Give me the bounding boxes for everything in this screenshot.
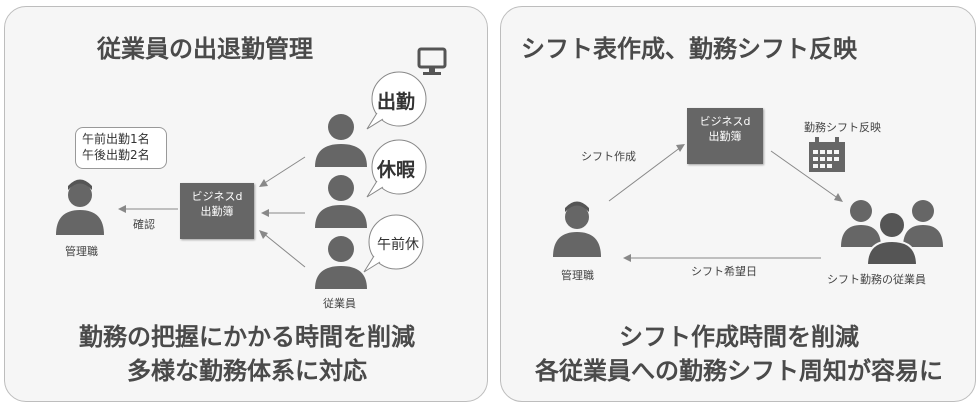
- speech-bubble-icon: [366, 71, 427, 130]
- manager-label: 管理職: [65, 245, 98, 258]
- arrow-confirm: [118, 205, 178, 213]
- summary-line-1: 勤務の把握にかかる時間を削減: [79, 323, 415, 351]
- left-diagram-shapes: [56, 47, 447, 289]
- monitor-icon: [417, 47, 447, 75]
- shift-employees-label: シフト勤務の従業員: [827, 273, 926, 286]
- box-line-2: 出勤簿: [200, 205, 234, 218]
- shift-reflect-label: 勤務シフト反映: [804, 121, 881, 134]
- attendance-book-box: ビジネスd 出勤簿: [687, 108, 763, 164]
- speech-bubble-icon: [363, 214, 424, 273]
- arrow-shift-wish: [623, 254, 821, 262]
- panel-shift-management: シフト表作成、勤務シフト反映: [500, 6, 976, 402]
- calendar-icon: [809, 137, 845, 172]
- box-line-1: ビジネスd: [191, 190, 243, 203]
- panel-title: シフト表作成、勤務シフト反映: [521, 35, 857, 63]
- arrow-employee-3: [259, 230, 306, 268]
- manager-label: 管理職: [561, 269, 594, 282]
- person-icon: [315, 175, 367, 228]
- attendance-book-box: ビジネスd 出勤簿: [180, 183, 254, 239]
- panel-title: 従業員の出退勤管理: [97, 35, 313, 63]
- bubble-morning-off-text: 午前休: [377, 237, 419, 253]
- arrow-shift-create: [608, 144, 685, 202]
- bubble-leave-text: 休暇: [377, 159, 416, 181]
- shift-create-label: シフト作成: [581, 150, 636, 163]
- box-line-2: 出勤簿: [708, 130, 742, 143]
- summary-line-2: 多様な勤務体系に対応: [127, 357, 367, 385]
- summary-line-2: 各従業員への勤務シフト周知が容易に: [535, 357, 943, 385]
- confirm-label: 確認: [133, 218, 155, 231]
- bubble-attendance-text: 出勤: [377, 91, 416, 113]
- arrow-employee-1: [259, 156, 306, 187]
- group-icon: [841, 200, 943, 266]
- arrow-shift-reflect: [770, 150, 843, 202]
- box-line-1: ビジネスd: [699, 115, 751, 128]
- person-icon: [553, 201, 601, 257]
- note-line-2: 午後出勤2名: [82, 148, 150, 162]
- panel-attendance-management: 従業員の出退勤管理: [4, 6, 488, 402]
- person-icon: [56, 179, 104, 235]
- person-icon: [315, 114, 367, 167]
- speech-bubble-icon: [366, 139, 427, 198]
- employees-label: 従業員: [323, 297, 356, 310]
- right-diagram-shapes: [553, 137, 943, 266]
- summary-line-1: シフト作成時間を削減: [619, 323, 859, 351]
- arrow-employee-2: [261, 209, 305, 217]
- person-icon: [315, 236, 367, 289]
- shift-wish-label: シフト希望日: [691, 265, 757, 278]
- attendance-note: 午前出勤1名 午後出勤2名: [75, 127, 167, 169]
- note-line-1: 午前出勤1名: [82, 132, 150, 146]
